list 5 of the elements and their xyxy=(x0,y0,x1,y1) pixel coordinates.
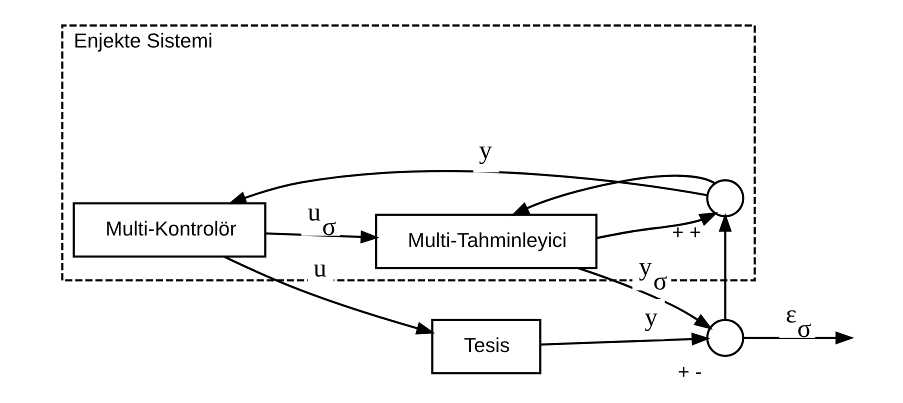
node-label: + - xyxy=(678,362,702,384)
edge-label: y xyxy=(644,302,658,332)
node-label: + + xyxy=(672,222,702,244)
edge-label: u xyxy=(313,254,326,283)
edge-label: y xyxy=(479,136,492,165)
